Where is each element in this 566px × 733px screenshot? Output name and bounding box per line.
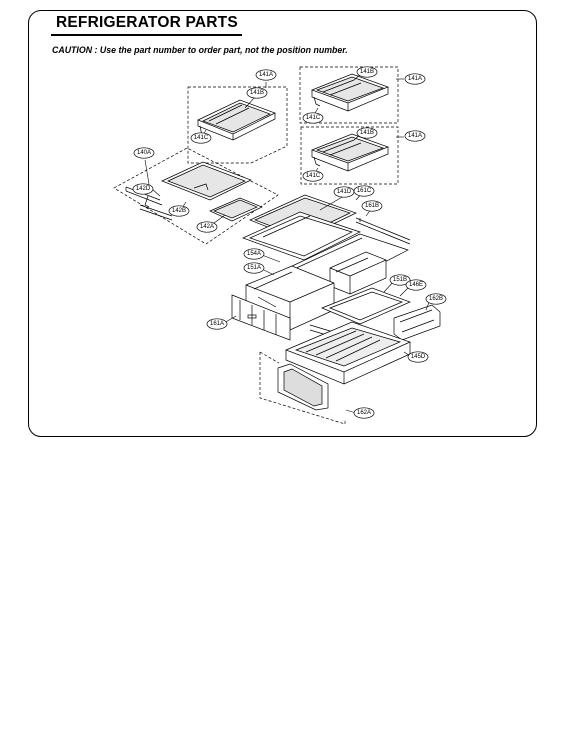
part-callout[interactable]: 141A [255,69,277,81]
part-callout[interactable]: 161A [206,318,228,330]
group-box-top-shelf [187,86,288,164]
side-rail-161a [231,294,291,341]
part-callout[interactable]: 142B [168,205,190,217]
part-callout-label: 141B [360,69,374,75]
part-callout-label: 162B [429,296,443,302]
part-callout[interactable]: 154A [243,248,265,260]
part-callout[interactable]: 141A [404,130,426,142]
part-callout[interactable]: 162B [425,293,447,305]
part-callout[interactable]: 141C [190,132,212,144]
part-callout[interactable]: 161C [353,185,375,197]
part-callout-label: 145D [411,354,426,360]
slide-shelf-142 [125,161,263,222]
group-box-right-shelf-1 [299,66,399,124]
part-callout-label: 140A [137,150,151,156]
page-title: REFRIGERATOR PARTS [56,14,238,31]
glass-shelf-141d [242,194,361,261]
part-callout-label: 141A [259,72,273,78]
part-callout[interactable]: 141B [356,127,378,139]
part-callout[interactable]: 142A [196,221,218,233]
group-box-slide-shelf [113,147,279,245]
part-callout-label: 162A [357,410,371,416]
part-callout-label: 141C [306,115,321,121]
part-callout-label: 141D [337,189,352,195]
part-callout[interactable]: 141C [302,170,324,182]
shelf-141-right-upper [311,73,389,112]
part-callout-label: 161B [365,203,379,209]
part-callout[interactable]: 162A [353,407,375,419]
part-callout-label: 141C [306,173,321,179]
part-callout-label: 141A [408,133,422,139]
part-callout-label: 141C [194,135,209,141]
diagram-frame [28,10,537,437]
part-callout[interactable]: 140A [133,147,155,159]
part-callout[interactable]: 161B [361,200,383,212]
part-callout[interactable]: 151A [243,262,265,274]
shelf-141-right-lower [311,133,389,172]
group-box-right-shelf-2 [300,126,399,185]
part-callout[interactable]: 141B [246,87,268,99]
part-callout[interactable]: 141D [333,186,355,198]
part-callout[interactable]: 145D [407,351,429,363]
part-callout[interactable]: 146E [405,279,427,291]
part-callout[interactable]: 141C [302,112,324,124]
part-callout-label: 151A [247,265,261,271]
part-callout[interactable]: 141A [404,73,426,85]
part-callout-label: 141A [408,76,422,82]
part-callout-label: 142A [200,224,214,230]
part-callout-label: 141B [360,130,374,136]
part-callout-label: 142D [136,186,151,192]
part-callouts: 141A 141B 141C 141B 141A 141C 141B 141A [132,66,447,419]
group-box-bottom-drawer [259,351,346,425]
side-rail-162b [393,304,441,341]
title-underline [51,34,242,36]
part-callout-label: 154A [247,251,261,257]
part-callout-label: 141B [250,90,264,96]
drawer-front-162a [277,363,329,411]
part-callout[interactable]: 141B [356,66,378,78]
part-callout-label: 161A [210,321,224,327]
bottom-drawer-145d [285,321,411,385]
part-callout-label: 146E [409,282,423,288]
part-callout[interactable]: 142D [132,183,154,195]
part-callout-label: 142B [172,208,186,214]
part-callout-label: 161C [357,188,372,194]
caution-note: CAUTION : Use the part number to order p… [52,45,348,55]
part-callout-label: 151B [393,277,407,283]
part-callout[interactable]: 151B [389,274,411,286]
shelf-141-top [197,99,276,141]
